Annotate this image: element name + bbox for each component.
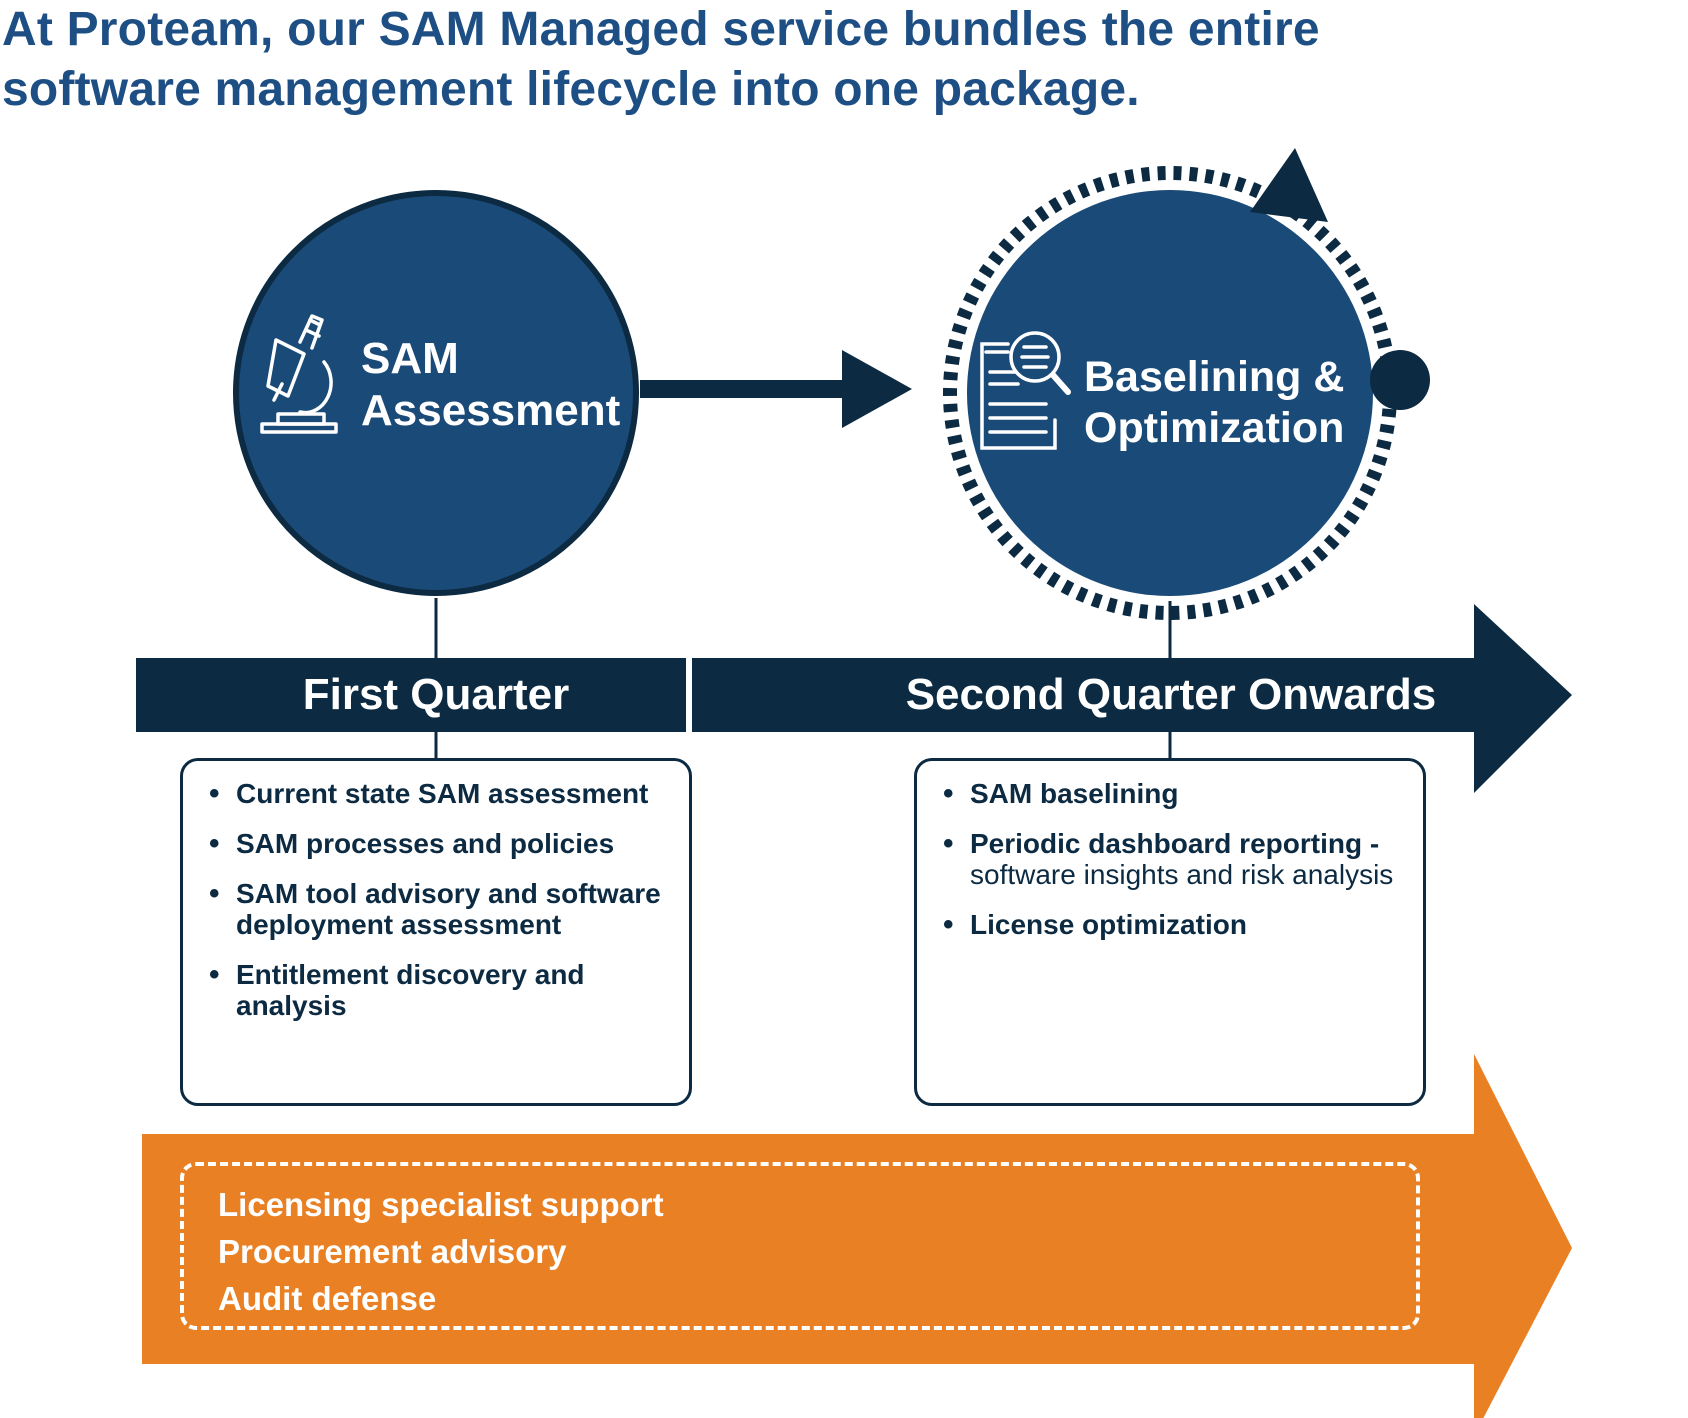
list-item: Current state SAM assessment: [183, 778, 683, 809]
item-text: SAM processes and policies: [236, 828, 615, 859]
assessment-title-line-1: SAM: [361, 334, 459, 383]
list-item: SAM tool advisory and software deploymen…: [183, 878, 683, 940]
list-item: SAM baselining: [917, 778, 1417, 809]
item-text: SAM baselining: [970, 778, 1179, 809]
first-quarter-box: Current state SAM assessment SAM process…: [180, 758, 692, 1106]
item-detail: software insights and risk analysis: [970, 859, 1394, 890]
baselining-title: Baselining & Optimization: [1084, 352, 1344, 453]
first-quarter-label: First Quarter: [302, 670, 570, 719]
item-text: License optimization: [970, 909, 1247, 940]
assessment-circle: [233, 190, 639, 596]
baselining-title-line-1: Baselining &: [1084, 353, 1345, 401]
second-quarter-box: SAM baselining Periodic dashboard report…: [914, 758, 1426, 1106]
list-item: License optimization: [917, 909, 1417, 940]
microscope-icon: [260, 314, 338, 434]
service-item: Procurement advisory: [218, 1233, 567, 1270]
ongoing-arrow: [142, 1054, 1572, 1418]
assessment-title-line-2: Assessment: [361, 385, 621, 435]
document-magnifier-icon: [980, 331, 1071, 450]
ongoing-services-list: Licensing specialist support Procurement…: [218, 1181, 664, 1322]
list-item: Periodic dashboard reporting - software …: [917, 828, 1417, 890]
ongoing-services-frame: [180, 1162, 1420, 1330]
timeline-bar: [136, 604, 1572, 793]
service-item: Audit defense: [218, 1280, 437, 1317]
list-item: Entitlement discovery and analysis: [183, 959, 683, 1021]
second-quarter-list: SAM baselining Periodic dashboard report…: [917, 778, 1417, 959]
item-text: Entitlement discovery and analysis: [236, 959, 585, 1021]
item-text: Periodic dashboard reporting -: [970, 828, 1380, 859]
headline-line-2: software management lifecycle into one p…: [2, 63, 1140, 116]
assessment-title: SAM Assessment: [361, 333, 620, 437]
second-quarter-label: Second Quarter Onwards: [905, 670, 1437, 719]
first-quarter-list: Current state SAM assessment SAM process…: [183, 778, 683, 1040]
cycle-arrowhead-icon: [1250, 148, 1328, 222]
cycle-dot-icon: [1370, 350, 1430, 410]
item-text: Current state SAM assessment: [236, 778, 649, 809]
service-item: Licensing specialist support: [218, 1186, 664, 1223]
headline: At Proteam, our SAM Managed service bund…: [2, 0, 1662, 120]
list-item: SAM processes and policies: [183, 828, 683, 859]
baselining-title-line-2: Optimization: [1084, 403, 1345, 452]
item-text: SAM tool advisory and software deploymen…: [236, 878, 661, 940]
headline-line-1: At Proteam, our SAM Managed service bund…: [2, 3, 1320, 56]
baselining-circle: [967, 190, 1373, 596]
connector-arrow: [640, 350, 912, 428]
